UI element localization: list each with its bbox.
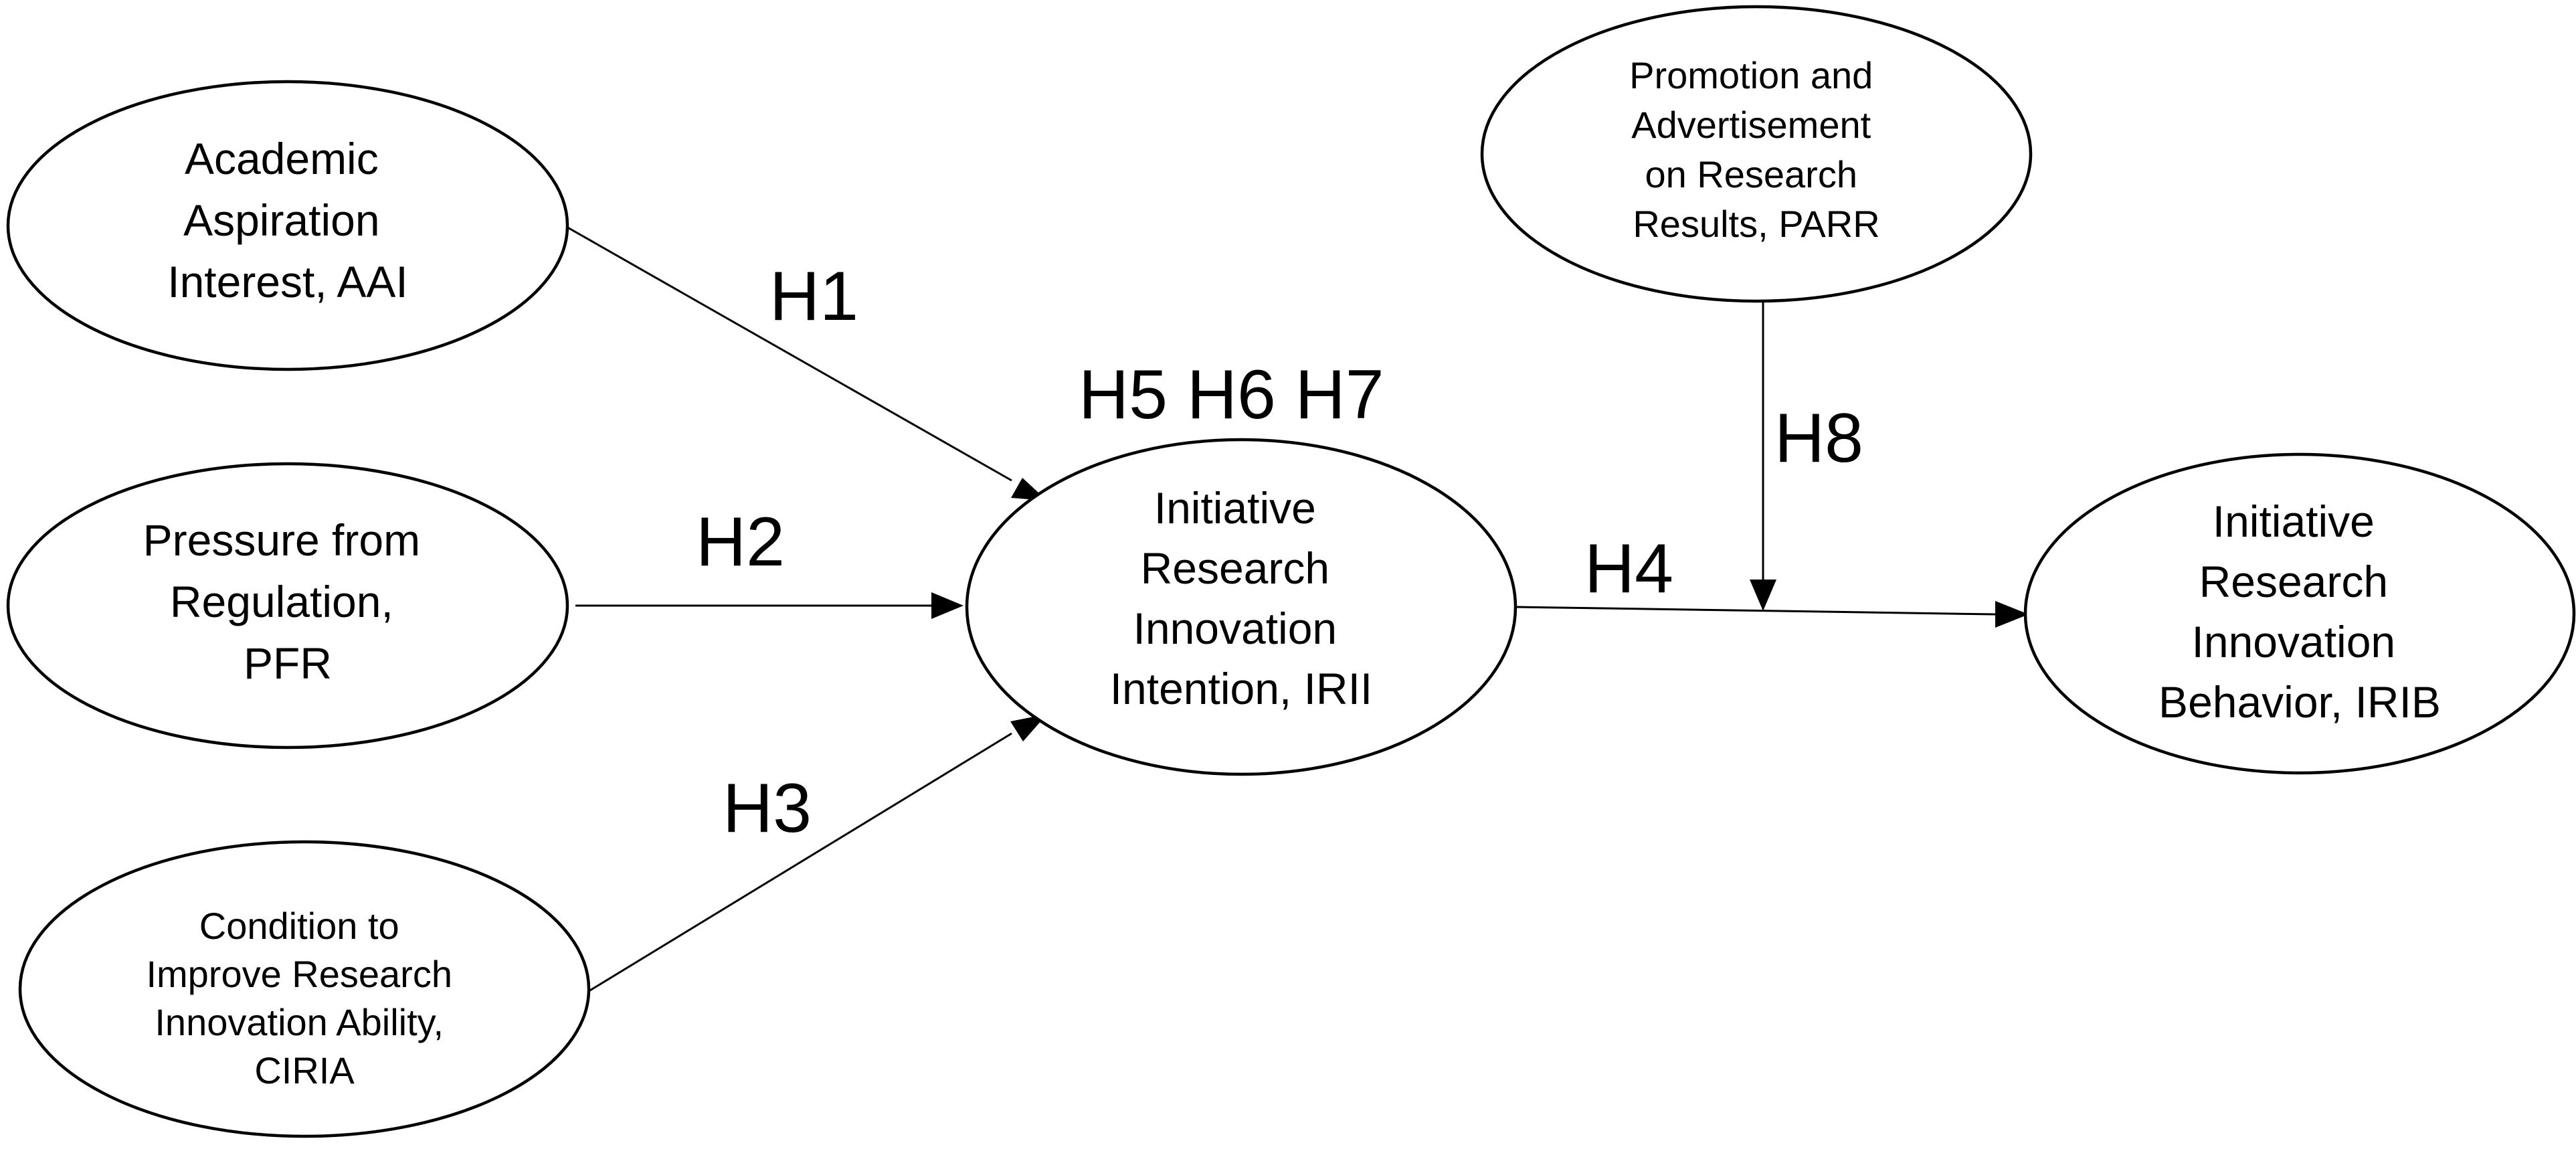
- node-irii-label: Initiative Research Innovation Intention…: [1110, 483, 1373, 713]
- arrowhead-pfr-to-irii: [931, 592, 963, 619]
- node-irii-line-3: Innovation: [1133, 604, 1338, 653]
- node-pfr-line-2: Regulation,: [170, 577, 393, 626]
- node-parr-label: Promotion and Advertisement on Research …: [1629, 54, 1883, 245]
- node-irib-line-3: Innovation: [2192, 617, 2396, 667]
- node-irib-label: Initiative Research Innovation Behavior,…: [2158, 497, 2441, 727]
- node-aai-ellipse: [6, 80, 569, 371]
- node-ciria-line-4: CIRIA: [254, 1049, 355, 1091]
- node-irib: Initiative Research Innovation Behavior,…: [2023, 452, 2576, 775]
- node-parr-line-2: Advertisement: [1631, 104, 1871, 146]
- node-parr-line-1: Promotion and: [1629, 54, 1873, 96]
- hypothesis-h3-label: H3: [723, 770, 812, 847]
- node-pfr-label: Pressure from Regulation, PFR: [143, 515, 433, 688]
- arrowhead-parr-to-h4: [1750, 580, 1776, 611]
- node-aai-line-2: Aspiration: [183, 195, 380, 245]
- node-pfr-line-1: Pressure from: [143, 515, 420, 565]
- node-irii-ellipse: [965, 438, 1517, 776]
- node-ciria-line-1: Condition to: [199, 905, 399, 947]
- node-irib-ellipse: [2023, 452, 2576, 775]
- edge-ciria-to-irii: [583, 732, 1012, 996]
- arrowhead-irii-to-irib: [1995, 601, 2029, 628]
- node-irib-line-4: Behavior, IRIB: [2158, 677, 2441, 727]
- node-irii-line-4: Intention, IRII: [1110, 664, 1373, 713]
- node-irii-line-1: Initiative: [1154, 483, 1316, 533]
- edge-irii-to-irib: [1515, 606, 1996, 616]
- node-irib-line-1: Initiative: [2213, 497, 2375, 546]
- hypothesis-h2-label: H2: [696, 503, 785, 581]
- node-irii: Initiative Research Innovation Intention…: [965, 438, 1517, 776]
- node-ciria-line-3: Innovation Ability,: [155, 1001, 444, 1043]
- node-aai: Academic Aspiration Interest, AAI: [6, 80, 569, 371]
- node-irib-line-2: Research: [2199, 557, 2388, 606]
- node-pfr-line-3: PFR: [244, 638, 332, 688]
- node-ciria-line-2: Improve Research: [146, 953, 452, 995]
- node-parr-ellipse: [1480, 5, 2033, 303]
- node-pfr-ellipse: [6, 462, 569, 749]
- node-ciria-ellipse: [18, 840, 591, 1138]
- node-pfr: Pressure from Regulation, PFR: [6, 462, 569, 749]
- node-parr-line-3: on Research: [1645, 153, 1857, 195]
- node-aai-line-1: Academic: [185, 134, 379, 183]
- node-aai-line-3: Interest, AAI: [167, 257, 408, 306]
- hypothesis-h5-h6-h7-label: H5 H6 H7: [1079, 356, 1384, 434]
- node-parr: Promotion and Advertisement on Research …: [1480, 5, 2033, 303]
- node-aai-label: Academic Aspiration Interest, AAI: [167, 134, 408, 306]
- node-ciria: Condition to Improve Research Innovation…: [18, 840, 591, 1138]
- edge-aai-to-irii: [565, 225, 1012, 482]
- hypothesis-h1-label: H1: [769, 258, 858, 335]
- hypothesis-h4-label: H4: [1584, 530, 1673, 608]
- node-ciria-label: Condition to Improve Research Innovation…: [146, 905, 462, 1091]
- node-irii-line-2: Research: [1141, 543, 1329, 593]
- node-parr-line-4: Results, PARR: [1633, 203, 1879, 245]
- hypothesis-h8-label: H8: [1774, 400, 1863, 477]
